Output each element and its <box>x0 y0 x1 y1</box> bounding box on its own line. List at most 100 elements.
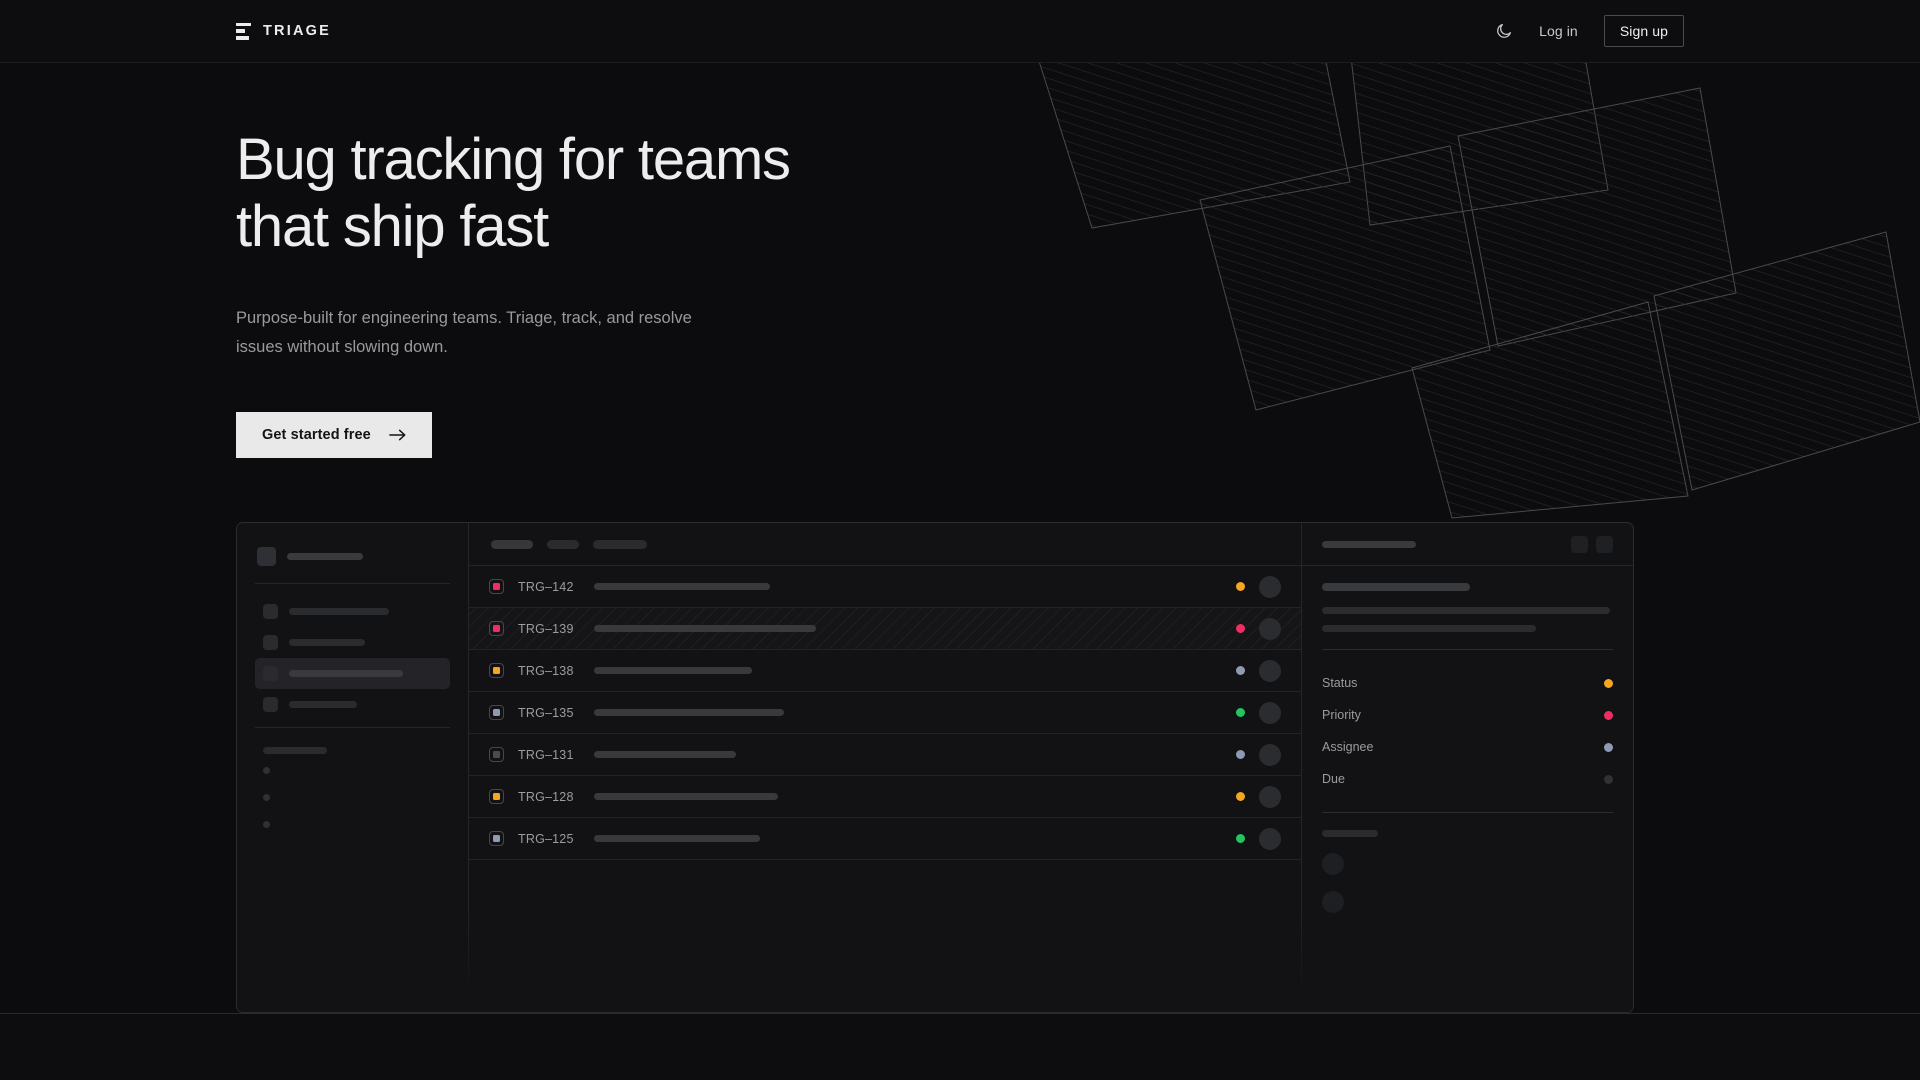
workspace-name-placeholder <box>287 553 363 560</box>
site-header: TRIAGE Log in Sign up <box>0 0 1920 63</box>
sidebar-item-icon <box>263 635 278 650</box>
sidebar-item-4[interactable] <box>255 689 450 720</box>
detail-header <box>1302 523 1633 566</box>
issue-title-placeholder <box>594 709 784 716</box>
issue-id: TRG–128 <box>518 789 574 804</box>
mock-sidebar <box>237 523 469 1012</box>
issue-row[interactable]: TRG–135 <box>469 692 1301 734</box>
avatar <box>1259 785 1281 808</box>
issue-row[interactable]: TRG–142 <box>469 566 1301 608</box>
status-dot <box>1236 708 1245 717</box>
status-dot <box>1236 624 1245 633</box>
issue-row-meta <box>1220 617 1281 640</box>
detail-meta-row[interactable]: Assignee <box>1322 731 1613 763</box>
detail-text-line-1 <box>1322 607 1610 614</box>
footer-divider <box>0 1013 1920 1014</box>
issue-row-meta <box>1220 785 1281 808</box>
detail-divider <box>1322 649 1613 650</box>
headline-line-2: that ship fast <box>236 193 549 259</box>
issue-title-placeholder <box>594 835 760 842</box>
issue-id: TRG–142 <box>518 579 574 594</box>
sidebar-item-label-placeholder <box>289 639 365 646</box>
sidebar-item-icon <box>263 666 278 681</box>
issue-row[interactable]: TRG–125 <box>469 818 1301 860</box>
sidebar-item-3-active[interactable] <box>255 658 450 689</box>
detail-meta-row[interactable]: Priority <box>1322 699 1613 731</box>
sidebar-sub-item-1[interactable] <box>255 757 450 784</box>
issue-title-placeholder <box>594 667 752 674</box>
issue-id: TRG–125 <box>518 831 574 846</box>
avatar <box>1259 659 1281 682</box>
arrow-right-icon <box>388 429 406 441</box>
meta-label: Due <box>1322 772 1345 786</box>
get-started-button[interactable]: Get started free <box>236 412 432 459</box>
page-footer-area <box>0 1014 1920 1080</box>
detail-action-button-2[interactable] <box>1596 535 1613 553</box>
issue-row[interactable]: TRG–139 <box>469 608 1301 650</box>
sidebar-section-label <box>255 740 450 757</box>
issue-row[interactable]: TRG–131 <box>469 734 1301 776</box>
detail-action-button-1[interactable] <box>1571 535 1588 553</box>
sidebar-sub-item-3[interactable] <box>255 811 450 838</box>
bullet-icon <box>263 821 270 828</box>
status-dot <box>1236 834 1245 843</box>
issue-type-badge <box>489 747 504 762</box>
decorative-hatched-panels <box>1037 50 1920 519</box>
sidebar-item-2[interactable] <box>255 627 450 658</box>
hero-subtext: Purpose-built for engineering teams. Tri… <box>236 309 692 357</box>
signup-button[interactable]: Sign up <box>1603 15 1684 47</box>
header-actions: Log in Sign up <box>1495 15 1684 47</box>
avatar <box>1259 575 1281 598</box>
meta-value-dot <box>1604 710 1613 720</box>
issue-row-meta <box>1220 575 1281 598</box>
brand-logo[interactable]: TRIAGE <box>236 22 331 40</box>
meta-label: Priority <box>1322 708 1361 722</box>
sidebar-item-icon <box>263 697 278 712</box>
issue-type-badge <box>489 831 504 846</box>
avatar <box>1259 743 1281 766</box>
avatar <box>1322 891 1344 913</box>
toolbar-tab-3[interactable] <box>593 539 647 549</box>
moon-icon[interactable] <box>1495 22 1513 40</box>
detail-text-line-2 <box>1322 625 1536 632</box>
hero-section: Bug tracking for teams that ship fast Pu… <box>236 63 791 459</box>
sidebar-item-label-placeholder <box>289 701 357 708</box>
sidebar-item-label-placeholder <box>289 608 389 615</box>
toolbar-tab-1[interactable] <box>491 539 533 549</box>
meta-label: Status <box>1322 676 1358 690</box>
detail-meta-row[interactable]: Status <box>1322 667 1613 699</box>
sidebar-item-icon <box>263 604 278 619</box>
status-dot <box>1236 792 1245 801</box>
issue-type-badge <box>489 705 504 720</box>
login-link[interactable]: Log in <box>1539 23 1578 39</box>
issue-title-placeholder <box>594 583 770 590</box>
detail-meta-row[interactable]: Due <box>1322 763 1613 795</box>
issue-row[interactable]: TRG–138 <box>469 650 1301 692</box>
meta-label: Assignee <box>1322 740 1374 754</box>
sidebar-item-1[interactable] <box>255 596 450 627</box>
meta-value-dot <box>1604 774 1613 784</box>
toolbar-tab-2[interactable] <box>547 539 579 549</box>
issue-row[interactable]: TRG–128 <box>469 776 1301 818</box>
issue-row-meta <box>1220 659 1281 682</box>
issue-title-placeholder <box>594 751 736 758</box>
mock-workspace-switcher[interactable] <box>255 540 450 576</box>
list-toolbar <box>469 523 1301 566</box>
issue-type-badge <box>489 789 504 804</box>
status-dot <box>1236 666 1245 675</box>
issue-id: TRG–135 <box>518 705 574 720</box>
sidebar-sub-item-2[interactable] <box>255 784 450 811</box>
issue-type-badge <box>489 579 504 594</box>
sidebar-item-label-placeholder <box>289 670 403 677</box>
detail-heading-placeholder <box>1322 583 1470 591</box>
headline-line-1: Bug tracking for teams <box>236 127 791 192</box>
detail-header-buttons <box>1571 535 1613 553</box>
issue-id: TRG–139 <box>518 621 574 636</box>
meta-value-dot <box>1604 742 1613 752</box>
avatar <box>1322 853 1344 875</box>
